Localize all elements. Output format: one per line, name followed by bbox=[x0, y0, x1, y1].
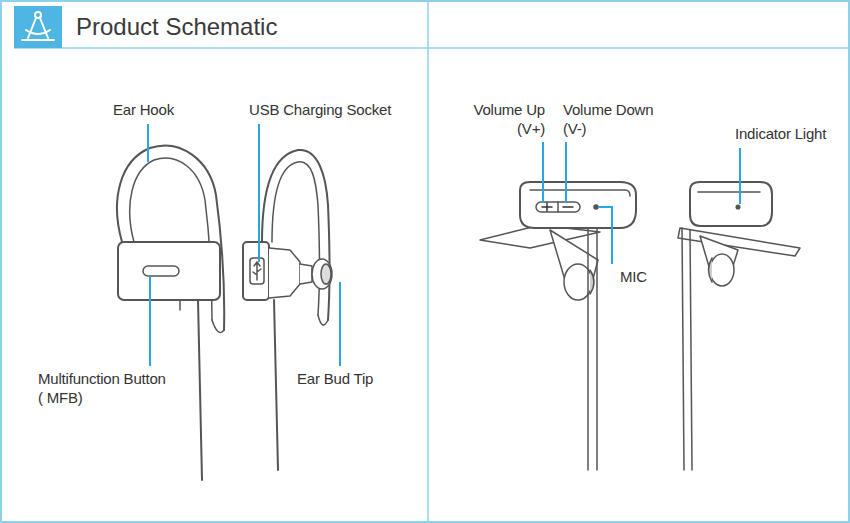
part-label: USB Charging Socket bbox=[249, 101, 391, 119]
divider bbox=[427, 0, 429, 523]
leader-lines bbox=[148, 124, 740, 366]
part-label: Ear Hook bbox=[113, 101, 174, 119]
earphone-side bbox=[243, 150, 332, 470]
ear-bud-tip bbox=[312, 259, 332, 289]
indicator-light bbox=[736, 205, 740, 209]
header-rule bbox=[14, 47, 428, 49]
header-rule bbox=[428, 47, 849, 49]
leader-line bbox=[149, 276, 151, 366]
earphone-top-left bbox=[480, 182, 636, 470]
part-label: Ear Bud Tip bbox=[297, 370, 373, 388]
mic-hole bbox=[594, 205, 598, 209]
multifunction-button bbox=[143, 266, 179, 276]
leader-line bbox=[565, 142, 567, 203]
leader-line bbox=[339, 282, 341, 366]
leader-line bbox=[739, 148, 741, 204]
compass-icon bbox=[14, 6, 62, 48]
leader-line bbox=[598, 207, 612, 264]
cable bbox=[588, 228, 597, 470]
cable bbox=[274, 300, 278, 470]
part-label: Multifunction Button bbox=[38, 370, 166, 388]
page-title: Product Schematic bbox=[76, 12, 277, 42]
cable bbox=[198, 300, 202, 480]
part-label: (V+) bbox=[517, 120, 545, 138]
part-label: Indicator Light bbox=[735, 125, 826, 143]
leader-line bbox=[542, 142, 544, 203]
part-label: Volume Down bbox=[563, 101, 653, 119]
cable bbox=[682, 228, 692, 470]
earphone-front bbox=[117, 146, 224, 480]
earphone-top-right bbox=[678, 182, 800, 470]
part-label: ( MFB) bbox=[38, 389, 83, 407]
leader-line bbox=[258, 124, 260, 262]
part-label: Volume Up bbox=[473, 101, 545, 119]
part-label: (V-) bbox=[563, 120, 586, 138]
leader-line bbox=[147, 124, 149, 162]
usb-socket bbox=[250, 258, 264, 284]
part-label: MIC bbox=[620, 268, 647, 286]
